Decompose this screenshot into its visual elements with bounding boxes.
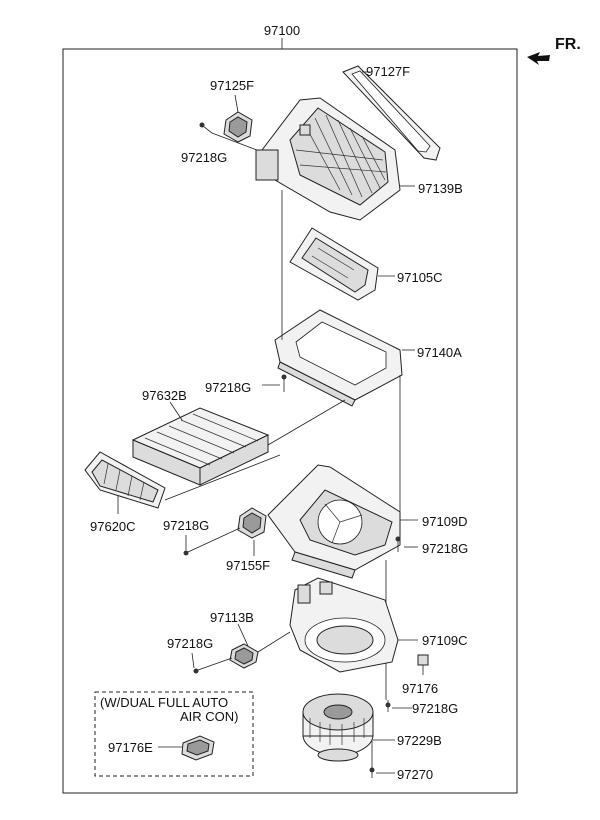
label-97176E: 97176E [108,740,153,755]
direction-label: FR. [555,36,581,53]
part-97176-sensor [417,654,429,666]
option-box-line2: AIR CON) [180,709,239,724]
label-97155F: 97155F [226,558,270,573]
part-97105C-cover [289,227,379,301]
label-97218G-right: 97218G [422,541,468,556]
label-97109C: 97109C [422,633,468,648]
label-97139B: 97139B [418,181,463,196]
part-97109D-lower-case [267,464,401,579]
label-97176: 97176 [402,681,438,696]
label-97127F: 97127F [366,64,410,79]
option-box-line1: (W/DUAL FULL AUTO [100,695,228,710]
part-97113B-resistor [229,643,259,669]
label-97105C: 97105C [397,270,443,285]
label-97218G-mid: 97218G [205,380,251,395]
option-box [94,691,254,777]
part-97109C-blower-housing [289,577,399,673]
part-97127F-gasket [342,65,441,161]
label-97109D: 97109D [422,514,468,529]
assembly-number: 97100 [264,23,300,38]
screw-icon [385,700,391,712]
part-97140A-middle-case [274,309,403,407]
label-97125F: 97125F [210,78,254,93]
label-97620C: 97620C [90,519,136,534]
leader-97218G-lower [191,652,195,669]
leader-97632B [169,401,183,421]
screw-icon [199,122,213,134]
part-97229B-blower-motor [302,693,374,762]
label-97632B: 97632B [142,388,187,403]
part-97632B-air-filter [131,407,270,486]
leader-97125F [234,94,239,113]
leader-97113B [237,623,249,647]
part-97176E-sensor [181,735,215,761]
screw-icon [183,527,241,556]
label-97229B: 97229B [397,733,442,748]
guide-line [267,399,346,446]
screw-icon [281,374,287,392]
front-arrow-icon [527,52,550,65]
assembly-frame [62,48,518,794]
guide-line [164,454,281,501]
label-97218G-top: 97218G [181,150,227,165]
screw-icon [369,765,375,778]
part-97139B-upper-case [255,97,401,221]
label-97113B: 97113B [210,610,254,625]
label-97140A: 97140A [417,345,462,360]
part-97125F-actuator [223,111,253,143]
label-97218G-lower: 97218G [167,636,213,651]
screw-icon [193,657,233,674]
part-97155F-actuator [237,507,267,539]
guide-line [257,631,291,653]
part-97620C-filter-cover [84,451,166,509]
label-97218G-left: 97218G [163,518,209,533]
label-97270: 97270 [397,767,433,782]
label-97218G-bottom: 97218G [412,701,458,716]
screw-icon [395,536,401,552]
